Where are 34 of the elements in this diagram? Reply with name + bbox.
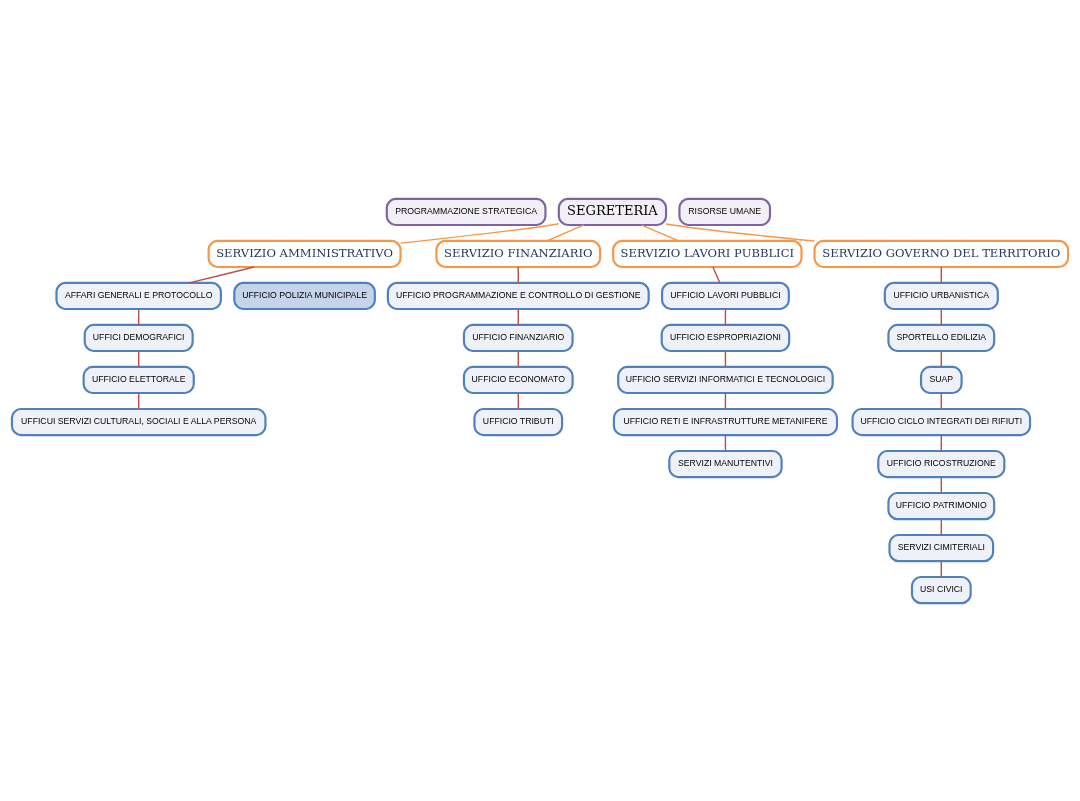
node-box: SUAP (919, 365, 963, 394)
node-box: UFFICIO RETI E INFRASTRUTTURE METANIFERE (612, 407, 839, 436)
node-box: SERVIZI CIMITERIALI (888, 533, 995, 562)
node-box: UFFICIO FINANZIARIO (462, 323, 574, 352)
node-box: SERVIZIO FINANZIARIO (435, 239, 602, 268)
connector (399, 222, 560, 244)
node-box: AFFARI GENERALI E PROTOCOLLO (55, 281, 222, 310)
node-box: SERVIZIO GOVERNO DEL TERRITORIO (813, 239, 1070, 268)
connector (546, 223, 585, 242)
node-box: PROGRAMMAZIONE STRATEGICA (385, 197, 547, 226)
node-box: UFFICI DEMOGRAFICI (83, 323, 194, 352)
connector (640, 223, 680, 242)
connector (665, 222, 816, 242)
node-box: UFFICIO ELETTORALE (82, 365, 195, 394)
node-box: SEGRETERIA (557, 197, 668, 226)
node-box: UFFICIO CICLO INTEGRATI DEI RIFIUTI (851, 407, 1032, 436)
node-box: UFFICIO PATRIMONIO (887, 491, 996, 520)
node-box: UFFICIO URBANISTICA (883, 281, 999, 310)
node-box: UFFICIO SERVIZI INFORMATICI E TECNOLOGICI (617, 365, 834, 394)
node-box: SERVIZIO LAVORI PUBBLICI (612, 239, 803, 268)
node-box: USI CIVICI (910, 575, 972, 604)
node-box: UFFICIO ESPROPRIAZIONI (660, 323, 791, 352)
node-box: UFFICIO POLIZIA MUNICIPALE (233, 281, 376, 310)
node-box: SERVIZIO AMMINISTRATIVO (207, 239, 402, 268)
connector (712, 265, 721, 284)
node-box: UFFICIO LAVORI PUBBLICI (660, 281, 790, 310)
node-box: RISORSE UMANE (678, 197, 772, 226)
node-box: SERVIZI MANUTENTIVI (668, 449, 783, 478)
node-box: SPORTELLO EDILIZIA (887, 323, 996, 352)
node-box: UFFICUI SERVIZI CULTURALI, SOCIALI E ALLA PERSONA (10, 407, 267, 436)
node-box: UFFICIO RICOSTRUZIONE (877, 449, 1006, 478)
node-box: UFFICIO PROGRAMMAZIONE E CONTROLLO DI GESTIONE (386, 281, 650, 310)
node-box: UFFICIO TRIBUTI (473, 407, 564, 436)
node-box: UFFICIO ECONOMATO (462, 365, 574, 394)
